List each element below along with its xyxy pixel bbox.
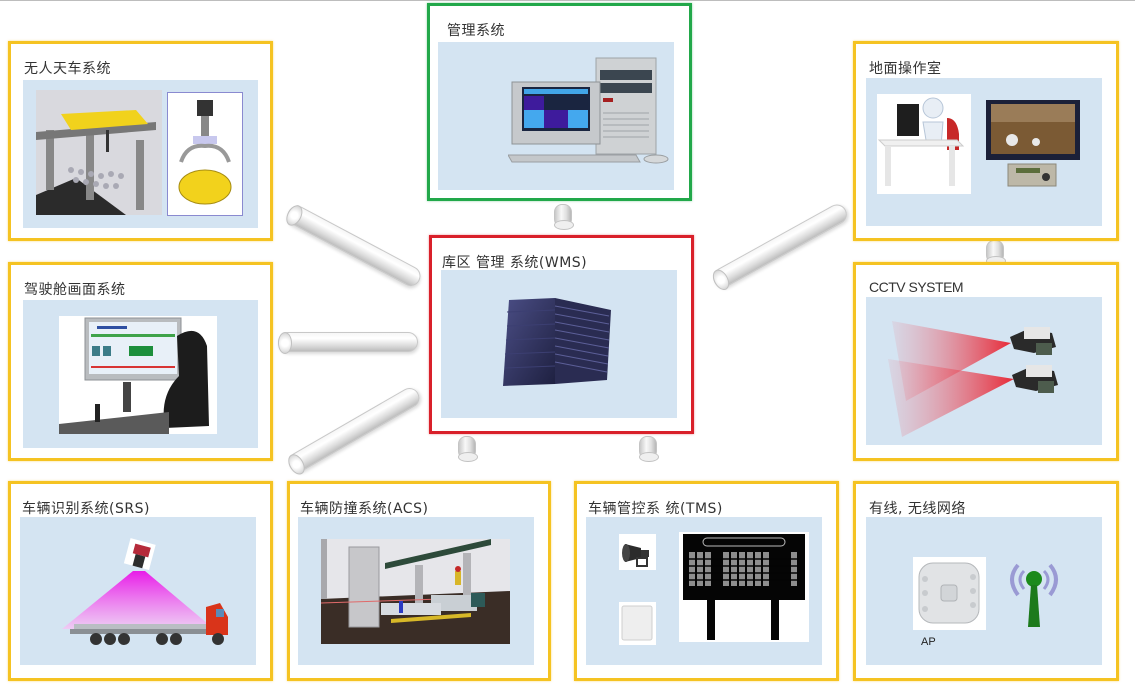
anti-collision-scene-icon xyxy=(321,539,510,644)
node-title: 车辆识别系统(SRS) xyxy=(22,501,150,517)
node-title: CCTV SYSTEM xyxy=(869,279,964,295)
horn-speaker-icon xyxy=(619,534,656,570)
node-title: 地面操作室 xyxy=(869,61,942,77)
node-panel xyxy=(438,42,674,190)
node-acs: 车辆防撞系统(ACS) xyxy=(287,481,551,681)
server-rack-icon xyxy=(503,298,611,386)
crane-grab-icon xyxy=(167,92,243,216)
connector-ground-cctv xyxy=(986,240,1006,266)
cockpit-screen-and-chair-icon xyxy=(59,316,217,434)
desktop-computer-icon xyxy=(508,57,669,164)
node-title: 无人天车系统 xyxy=(24,61,111,77)
node-title: 车辆管控系 统(TMS) xyxy=(588,501,723,517)
access-point-icon xyxy=(913,557,986,630)
node-title: 管理系统 xyxy=(447,23,505,39)
node-srs: 车辆识别系统(SRS) xyxy=(8,481,273,681)
node-panel xyxy=(866,297,1102,445)
cctv-cameras-icon xyxy=(888,321,1058,437)
node-panel xyxy=(441,270,677,418)
connector-wms-tms xyxy=(639,436,659,462)
node-title: 有线, 无线网络 xyxy=(869,501,966,517)
connector-cockpit-wms xyxy=(278,332,418,354)
top-rule xyxy=(0,0,1135,1)
node-panel xyxy=(586,517,822,665)
camera-scanning-truck-icon xyxy=(62,538,228,645)
node-cockpit: 驾驶舱画面系统 xyxy=(8,262,273,461)
node-panel: AP xyxy=(866,517,1102,665)
connector-management-wms xyxy=(554,204,574,230)
node-tms: 车辆管控系 统(TMS) xyxy=(574,481,839,681)
node-title: 库区 管理 系统(WMS) xyxy=(442,255,588,271)
node-network: 有线, 无线网络 AP xyxy=(853,481,1119,681)
wireless-antenna-icon xyxy=(1010,563,1058,627)
node-panel xyxy=(23,300,258,448)
ap-caption: AP xyxy=(921,636,936,648)
node-management: 管理系统 xyxy=(427,3,692,201)
connector-srs-wms xyxy=(284,384,424,476)
node-panel xyxy=(866,78,1102,226)
node-panel xyxy=(23,80,258,228)
overhead-crane-icon xyxy=(36,90,162,215)
led-signboard-icon xyxy=(679,532,809,642)
node-title: 车辆防撞系统(ACS) xyxy=(300,501,429,517)
node-ground-control: 地面操作室 xyxy=(853,41,1119,241)
rfid-reader-icon xyxy=(619,602,656,645)
node-panel xyxy=(20,517,256,665)
node-cctv: CCTV SYSTEM xyxy=(853,262,1119,461)
connector-ground-wms xyxy=(709,200,851,292)
node-title: 驾驶舱画面系统 xyxy=(24,282,126,298)
monitor-with-controller-icon xyxy=(986,100,1080,187)
operator-at-desk-icon xyxy=(877,94,971,194)
node-wms: 库区 管理 系统(WMS) xyxy=(429,235,694,434)
connector-crane-wms xyxy=(283,202,425,290)
node-panel xyxy=(298,517,534,665)
node-crane: 无人天车系统 xyxy=(8,41,273,241)
connector-wms-acs xyxy=(458,436,478,462)
